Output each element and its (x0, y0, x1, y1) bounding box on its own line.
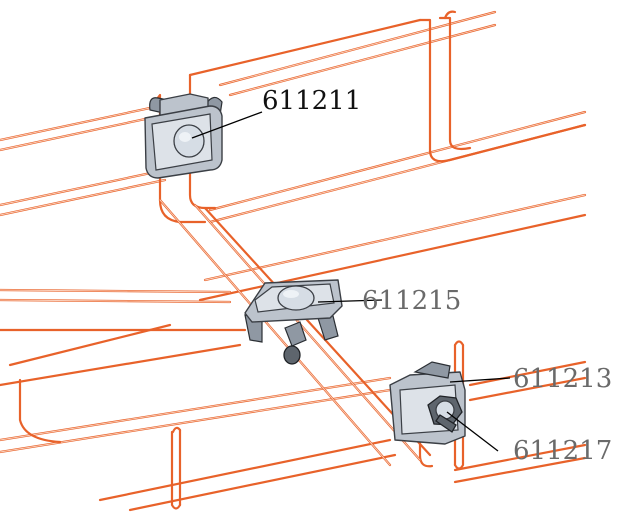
part-label-611215: 611215 (362, 286, 462, 316)
leader-line-611217 (446, 411, 499, 452)
leader-line-611211 (191, 111, 263, 139)
part-label-611213: 611213 (513, 364, 613, 394)
lower-cable-tray (0, 288, 587, 512)
clamp-top (144, 93, 223, 179)
leader-line-611215 (317, 299, 383, 303)
leader-line-611213 (449, 377, 511, 383)
upper-cable-tray (0, 10, 587, 302)
part-label-611217: 611217 (513, 436, 613, 466)
clamp-middle (244, 279, 343, 365)
part-label-611211: 611211 (262, 86, 362, 116)
